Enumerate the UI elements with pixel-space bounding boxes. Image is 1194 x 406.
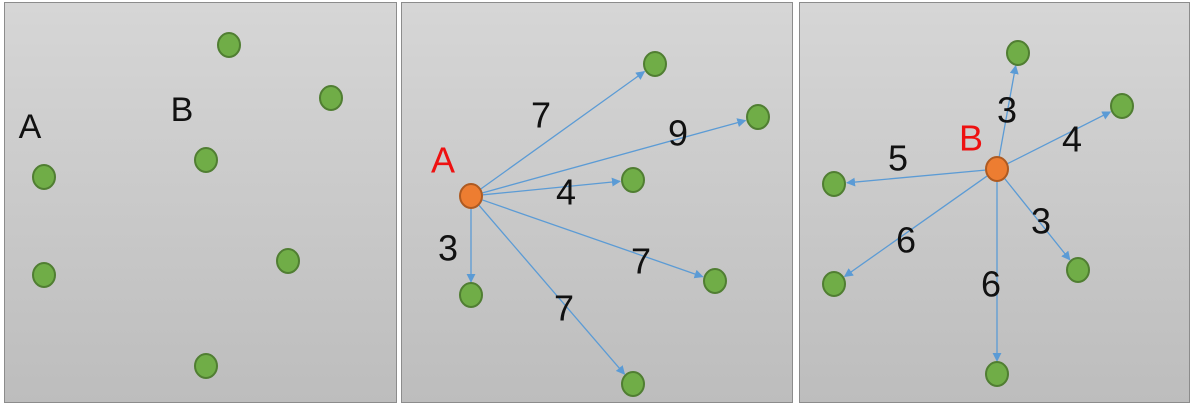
edge-weight-label: 4 xyxy=(1062,119,1082,160)
edge-arrow xyxy=(480,71,646,190)
source-label-a: A xyxy=(431,140,455,181)
graph-node xyxy=(276,248,300,274)
graph-node xyxy=(621,167,645,193)
graph-node xyxy=(194,353,218,379)
source-node-b xyxy=(985,156,1009,182)
graph-node xyxy=(822,271,846,297)
edge-arrow xyxy=(843,175,988,278)
graph-node xyxy=(217,32,241,58)
diagram-panel-1 xyxy=(4,2,397,403)
node-label-a: A xyxy=(19,108,42,146)
graph-node xyxy=(1110,93,1134,119)
graph-node xyxy=(703,268,727,294)
edge-weight-label: 4 xyxy=(556,172,576,213)
source-label-b: B xyxy=(959,118,983,159)
graph-node xyxy=(319,85,343,111)
graph-node xyxy=(985,361,1009,387)
edge-weight-label: 5 xyxy=(888,138,908,179)
edge-arrow xyxy=(478,204,626,375)
edge-weight-label: 7 xyxy=(554,288,574,329)
graph-node xyxy=(621,371,645,397)
source-node-a xyxy=(459,183,483,209)
edge-arrow xyxy=(1007,111,1112,165)
graph-node xyxy=(32,262,56,288)
graph-node xyxy=(643,51,667,77)
edge-weight-label: 9 xyxy=(668,113,688,154)
edge-weight-label: 3 xyxy=(1031,201,1051,242)
diagram-panel-3 xyxy=(799,2,1190,403)
edge-weight-label: 3 xyxy=(438,228,458,269)
edge-arrow xyxy=(1004,177,1071,261)
graph-node xyxy=(1006,40,1030,66)
edge-weight-label: 3 xyxy=(997,90,1017,131)
edge-arrow xyxy=(846,169,986,187)
edge-arrow xyxy=(482,177,621,196)
edge-arrow xyxy=(998,64,1019,158)
edge-arrow xyxy=(482,199,704,279)
edge-weight-label: 7 xyxy=(631,241,651,282)
edge-weight-label: 7 xyxy=(531,95,551,136)
graph-node xyxy=(822,171,846,197)
edge-arrow xyxy=(482,118,747,194)
graph-node xyxy=(32,164,56,190)
node-label-b: B xyxy=(171,91,194,129)
graph-node xyxy=(459,282,483,308)
graph-node xyxy=(746,104,770,130)
graph-node xyxy=(194,147,218,173)
graph-node xyxy=(1066,257,1090,283)
edge-weight-label: 6 xyxy=(896,220,916,261)
edge-weight-label: 6 xyxy=(981,264,1001,305)
